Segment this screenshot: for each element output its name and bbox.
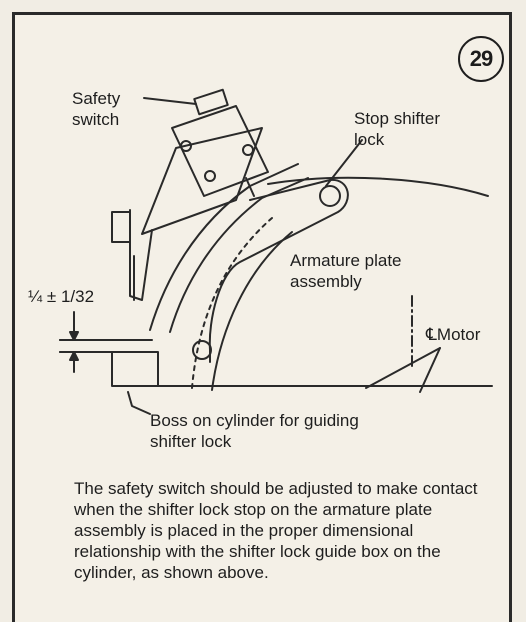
switch-screw-1 (180, 140, 192, 152)
bracket-plate (129, 209, 153, 301)
boss-leader (127, 391, 151, 415)
armature-outer-arc (267, 176, 489, 197)
motor-text: Motor (436, 325, 481, 344)
switch-screw-2 (242, 144, 254, 156)
bracket-bolt (111, 211, 131, 243)
label-armature-plate: Armature plate assembly (290, 251, 402, 291)
figure-caption: The safety switch should be adjusted to … (74, 479, 478, 582)
label-stop-shifter-lock: Stop shifter lock (354, 109, 440, 149)
figure-number: 29 (469, 46, 494, 71)
cylinder-boss (111, 351, 493, 387)
centerline-symbol: ℄ (426, 325, 437, 344)
armature-arm (208, 178, 349, 363)
label-safety-switch: Safety switch (72, 89, 121, 129)
label-dimension: ¼ ± 1/32 (28, 287, 95, 306)
dim-arrowhead-bottom (69, 351, 79, 361)
label-boss: Boss on cylinder for guiding shifter loc… (150, 411, 359, 451)
safety-switch-body (171, 105, 269, 197)
motor-leader-2 (419, 347, 441, 393)
stop-lock-leader (325, 139, 363, 187)
safety-switch-leader (143, 97, 197, 105)
dim-arrowhead-top (69, 331, 79, 341)
guide-channel-slot (191, 217, 273, 389)
guide-channel-inner (169, 177, 309, 333)
switch-screw-3 (204, 170, 216, 182)
arm-pivot-top (319, 185, 341, 207)
figure-frame (12, 12, 512, 622)
guide-channel-outer (149, 163, 299, 331)
label-motor: ℄Motor (426, 324, 480, 345)
motor-leader-1 (365, 347, 441, 389)
switch-bracket (141, 127, 263, 235)
switch-plunger (245, 177, 255, 197)
figure-number-badge: 29 (458, 36, 504, 82)
switch-button (193, 88, 229, 116)
arm-pivot-bottom (192, 340, 212, 360)
guide-channel-base (211, 231, 293, 391)
